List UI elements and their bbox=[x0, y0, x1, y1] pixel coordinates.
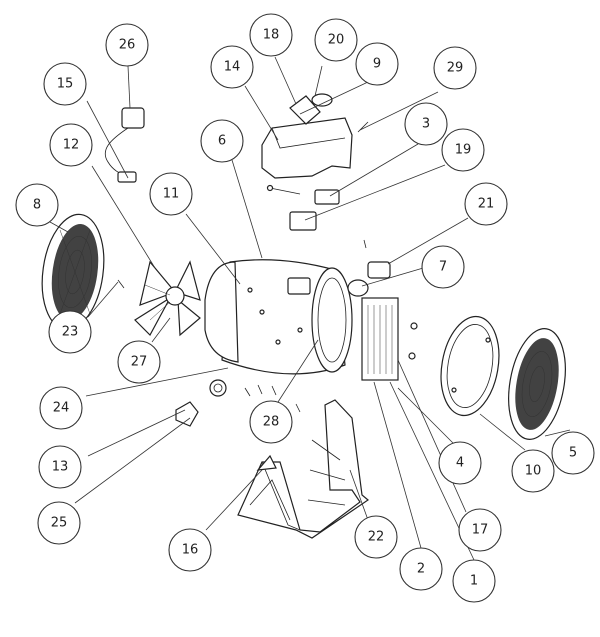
part-thermostat bbox=[347, 239, 391, 297]
svg-text:18: 18 bbox=[263, 28, 280, 43]
svg-text:13: 13 bbox=[52, 460, 69, 475]
svg-text:9: 9 bbox=[373, 57, 381, 72]
callout-28: 28 bbox=[249, 400, 293, 444]
svg-text:21: 21 bbox=[478, 197, 495, 212]
svg-text:22: 22 bbox=[368, 530, 385, 545]
part-heating-element bbox=[361, 297, 418, 381]
callout-23: 23 bbox=[48, 310, 92, 354]
callout-10: 10 bbox=[511, 449, 555, 493]
callout-15: 15 bbox=[43, 62, 87, 106]
svg-text:28: 28 bbox=[263, 415, 280, 430]
callout-22: 22 bbox=[354, 515, 398, 559]
leader-lines bbox=[49, 56, 571, 561]
callout-12: 12 bbox=[49, 123, 93, 167]
callout-29: 29 bbox=[433, 46, 477, 90]
callout-3: 3 bbox=[404, 102, 448, 146]
svg-text:7: 7 bbox=[439, 260, 447, 275]
callout-27: 27 bbox=[117, 340, 161, 384]
svg-text:15: 15 bbox=[57, 77, 74, 92]
callout-2: 2 bbox=[399, 547, 443, 591]
callout-21: 21 bbox=[464, 182, 508, 226]
part-screw-29 bbox=[357, 121, 369, 133]
svg-text:10: 10 bbox=[525, 464, 542, 479]
svg-text:25: 25 bbox=[51, 516, 68, 531]
callout-20: 20 bbox=[314, 18, 358, 62]
svg-text:8: 8 bbox=[33, 198, 41, 213]
svg-text:20: 20 bbox=[328, 33, 345, 48]
svg-text:2: 2 bbox=[417, 562, 425, 577]
part-motor bbox=[175, 379, 227, 427]
callout-7: 7 bbox=[421, 245, 465, 289]
callout-16: 16 bbox=[168, 528, 212, 572]
callout-11: 11 bbox=[149, 172, 193, 216]
svg-text:16: 16 bbox=[182, 543, 199, 558]
callout-4: 4 bbox=[438, 441, 482, 485]
part-front-grille bbox=[508, 328, 566, 440]
callout-19: 19 bbox=[441, 128, 485, 172]
svg-text:5: 5 bbox=[569, 446, 577, 461]
callout-13: 13 bbox=[38, 445, 82, 489]
callout-24: 24 bbox=[39, 386, 83, 430]
svg-text:12: 12 bbox=[63, 138, 80, 153]
svg-text:27: 27 bbox=[131, 355, 148, 370]
part-bolt-4 bbox=[397, 387, 409, 399]
callout-25: 25 bbox=[37, 501, 81, 545]
svg-text:26: 26 bbox=[119, 38, 136, 53]
callout-5: 5 bbox=[551, 431, 595, 475]
svg-text:19: 19 bbox=[455, 143, 472, 158]
part-main-housing bbox=[204, 259, 353, 375]
svg-text:3: 3 bbox=[422, 117, 430, 132]
svg-text:17: 17 bbox=[472, 523, 489, 538]
callout-18: 18 bbox=[249, 13, 293, 57]
svg-text:24: 24 bbox=[53, 401, 70, 416]
callout-1: 1 bbox=[452, 559, 496, 603]
part-fan-blade bbox=[134, 260, 201, 337]
part-switch-cable bbox=[104, 107, 145, 183]
svg-text:4: 4 bbox=[456, 456, 464, 471]
part-handle-assembly bbox=[261, 93, 353, 195]
callout-6: 6 bbox=[200, 119, 244, 163]
svg-text:14: 14 bbox=[224, 60, 241, 75]
part-left-grille bbox=[41, 213, 105, 331]
svg-text:23: 23 bbox=[62, 325, 79, 340]
callouts: 1 2 3 4 5 6 7 8 9 10 11 12 13 14 15 16 1… bbox=[15, 13, 595, 603]
callout-9: 9 bbox=[355, 42, 399, 86]
callout-26: 26 bbox=[105, 23, 149, 67]
callout-17: 17 bbox=[458, 508, 502, 552]
svg-text:29: 29 bbox=[447, 61, 464, 76]
svg-text:6: 6 bbox=[218, 134, 226, 149]
callout-14: 14 bbox=[210, 45, 254, 89]
parts-drawing bbox=[41, 93, 566, 539]
callout-8: 8 bbox=[15, 183, 59, 227]
part-small-screws bbox=[117, 279, 301, 413]
svg-text:1: 1 bbox=[470, 574, 478, 589]
svg-text:11: 11 bbox=[163, 187, 180, 202]
part-base-stand bbox=[237, 399, 369, 539]
part-terminal-blocks bbox=[289, 189, 340, 231]
part-front-ring bbox=[440, 315, 500, 417]
